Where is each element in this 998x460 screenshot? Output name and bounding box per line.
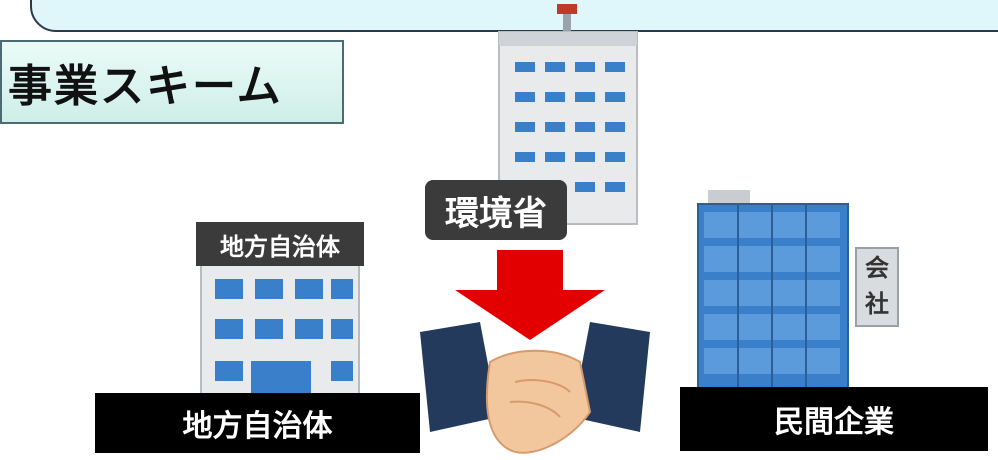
down-arrow-icon — [455, 250, 605, 340]
company-sign: 会 社 — [857, 250, 897, 322]
company-sign-char-2: 社 — [865, 290, 889, 318]
local-government-building-icon — [200, 265, 360, 395]
page-title: 事業スキーム — [8, 61, 283, 112]
title-box: 事業スキーム — [0, 40, 344, 124]
private-company-label: 民間企業 — [680, 387, 988, 451]
company-sign-char-1: 会 — [865, 254, 889, 282]
handshake-icon — [420, 322, 650, 454]
local-government-label: 地方自治体 — [95, 393, 420, 453]
local-government-sign: 地方自治体 — [196, 222, 364, 266]
ministry-sign: 環境省 — [425, 180, 567, 240]
company-building-icon — [697, 190, 899, 400]
